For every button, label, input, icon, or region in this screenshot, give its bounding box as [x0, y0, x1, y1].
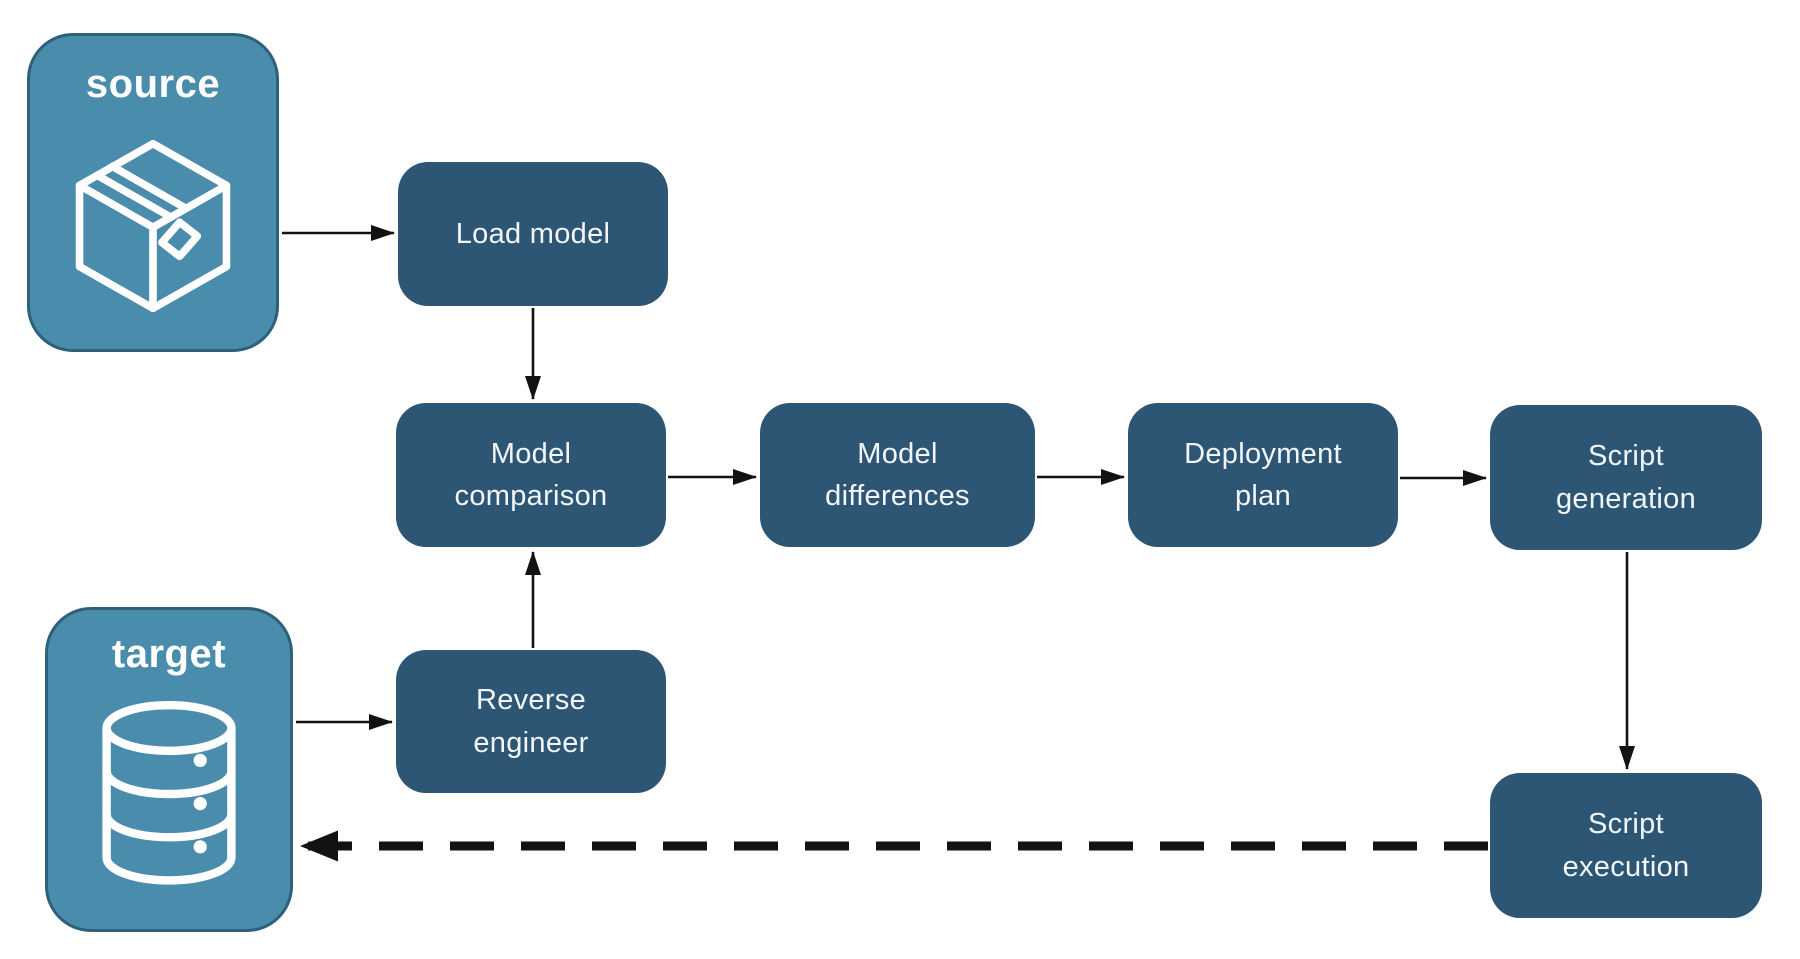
- node-deployment-plan-label: Deployment plan: [1184, 437, 1342, 512]
- node-model-differences: Model differences: [760, 403, 1035, 547]
- package-icon: [75, 139, 231, 313]
- node-script-generation-label: Script generation: [1555, 440, 1697, 515]
- node-model-comparison: Model comparison: [396, 403, 666, 547]
- endpoint-target: target: [45, 607, 293, 932]
- node-script-execution-label: Script execution: [1562, 808, 1690, 883]
- endpoint-source: source: [27, 33, 279, 352]
- endpoint-target-label: target: [111, 632, 227, 676]
- node-reverse-engineer-label: Reverse engineer: [473, 684, 589, 759]
- node-reverse-engineer: Reverse engineer: [396, 650, 666, 793]
- node-script-generation: Script generation: [1490, 405, 1762, 550]
- endpoint-source-label: source: [85, 62, 221, 106]
- node-script-execution: Script execution: [1490, 773, 1762, 918]
- node-deployment-plan: Deployment plan: [1128, 403, 1398, 547]
- node-load-model-label: Load model: [455, 217, 611, 250]
- node-load-model: Load model: [398, 162, 668, 306]
- database-icon: [102, 701, 236, 885]
- node-model-differences-label: Model differences: [825, 437, 970, 512]
- node-model-comparison-label: Model comparison: [454, 437, 608, 512]
